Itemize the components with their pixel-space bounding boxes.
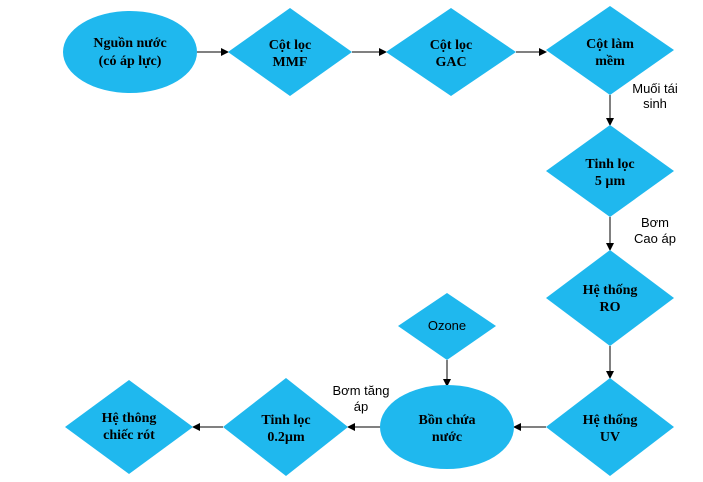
node-label-line1: Hệ thống [583, 413, 638, 428]
node-label-line1: Cột lọc [430, 38, 472, 53]
node-label-line2: 5 µm [595, 174, 626, 189]
diamond-shape [546, 250, 674, 346]
node-filling: Hệ thông chiếc rót [65, 380, 193, 474]
node-label-line2: GAC [435, 55, 466, 70]
node-label-line1: Hệ thông [102, 411, 157, 426]
edge-label-line2: áp [354, 399, 368, 414]
node-label-line1: Hệ thống [583, 283, 638, 298]
diamond-shape [398, 293, 496, 360]
diamond-shape [223, 378, 348, 476]
diamond-shape [65, 380, 193, 474]
node-label-line1: Bồn chứa [418, 413, 475, 428]
node-tank: Bồn chứa nước [380, 385, 514, 469]
node-ozone: Ozone [398, 293, 496, 360]
node-label-line2: UV [600, 430, 620, 445]
node-source: Nguồn nước (có áp lực) [63, 11, 197, 93]
edge-label-line1: Bơm [641, 215, 669, 230]
node-label-line2: MMF [273, 55, 308, 70]
diamond-shape [386, 8, 516, 96]
diamond-shape [546, 378, 674, 476]
edge-label-line2: Cao áp [634, 231, 676, 246]
node-label-line1: Tinh lọc [585, 157, 634, 172]
node-label-line1: Ozone [428, 318, 466, 333]
node-gac: Cột lọc GAC [386, 8, 516, 96]
node-label-line2: chiếc rót [103, 428, 155, 443]
node-mmf: Cột lọc MMF [228, 8, 352, 96]
diamond-shape [228, 8, 352, 96]
node-label-line2: 0.2µm [267, 430, 305, 445]
ellipse-shape [380, 385, 514, 469]
edge-label-booster-pump: Bơm tăng áp [333, 383, 390, 414]
node-label-line2: nước [432, 430, 462, 445]
edges [192, 48, 614, 431]
diamond-shape [546, 6, 674, 95]
node-filter02: Tinh lọc 0.2µm [223, 378, 348, 476]
node-label-line2: mềm [595, 54, 625, 69]
node-label-line1: Tinh lọc [261, 413, 310, 428]
node-uv: Hệ thống UV [546, 378, 674, 476]
node-label-line1: Cột làm [586, 37, 634, 52]
node-filter5: Tinh lọc 5 µm [546, 125, 674, 217]
node-label-line1: Cột lọc [269, 38, 311, 53]
edge-label-line1: Muối tái [632, 81, 678, 96]
node-label-line2: RO [600, 300, 621, 315]
edge-label-line2: sinh [643, 96, 667, 111]
node-softener: Cột làm mềm [546, 6, 674, 95]
diamond-shape [546, 125, 674, 217]
edge-label-regen-salt: Muối tái sinh [632, 81, 678, 111]
ellipse-shape [63, 11, 197, 93]
node-label-line2: (có áp lực) [99, 54, 162, 69]
node-ro: Hệ thống RO [546, 250, 674, 346]
node-label-line1: Nguồn nước [93, 36, 166, 51]
edge-label-line1: Bơm tăng [333, 383, 390, 398]
edge-label-hp-pump: Bơm Cao áp [634, 215, 676, 246]
